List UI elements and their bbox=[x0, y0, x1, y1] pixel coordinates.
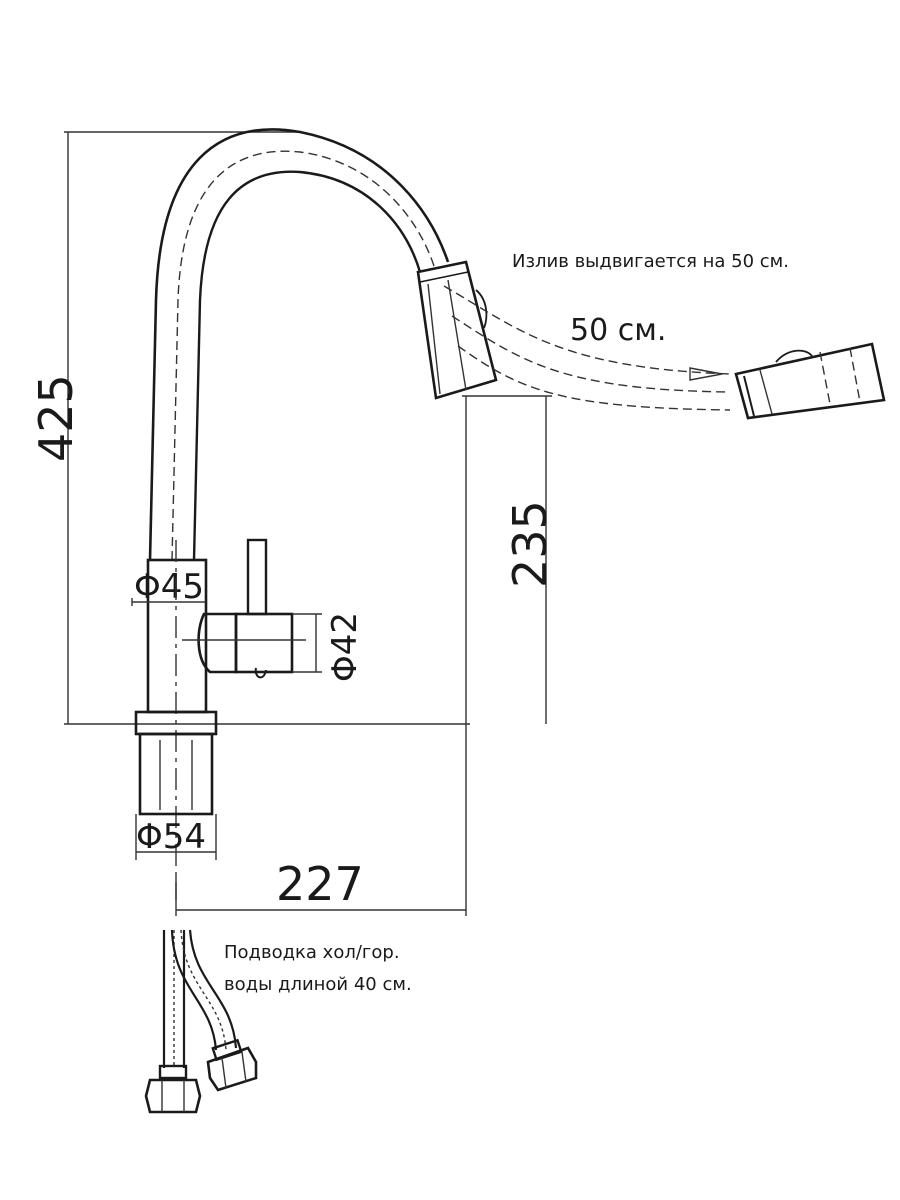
lever-diameter-label: Φ42 bbox=[325, 612, 365, 682]
base-diameter-label: Φ54 bbox=[136, 817, 206, 857]
base-nut: Φ54 bbox=[134, 710, 218, 860]
mixer-lever: Φ42 bbox=[182, 538, 365, 682]
gooseneck-spout bbox=[148, 128, 450, 561]
total-height-label: 425 bbox=[29, 374, 83, 462]
dimension-spout-height: 235 bbox=[462, 395, 557, 916]
supply-hoses bbox=[144, 929, 258, 1114]
reach-label: 227 bbox=[276, 857, 364, 911]
pullout-note: Излив выдвигается на 50 см. bbox=[512, 251, 789, 272]
pullout-head-docked bbox=[416, 260, 498, 400]
dimension-total-height: 425 bbox=[29, 131, 470, 725]
body-diameter-label: Φ45 bbox=[134, 567, 204, 607]
pullout-path bbox=[443, 285, 731, 411]
spout-height-label: 235 bbox=[503, 500, 557, 588]
dimension-reach: 227 bbox=[175, 857, 466, 916]
pullout-head-extended bbox=[734, 342, 886, 420]
hose-note-line1: Подводка хол/гор. bbox=[224, 942, 400, 963]
hose-note-line2: воды длиной 40 см. bbox=[224, 974, 412, 995]
pullout-length-label: 50 см. bbox=[570, 313, 666, 348]
faucet-body: Φ45 bbox=[131, 558, 208, 714]
